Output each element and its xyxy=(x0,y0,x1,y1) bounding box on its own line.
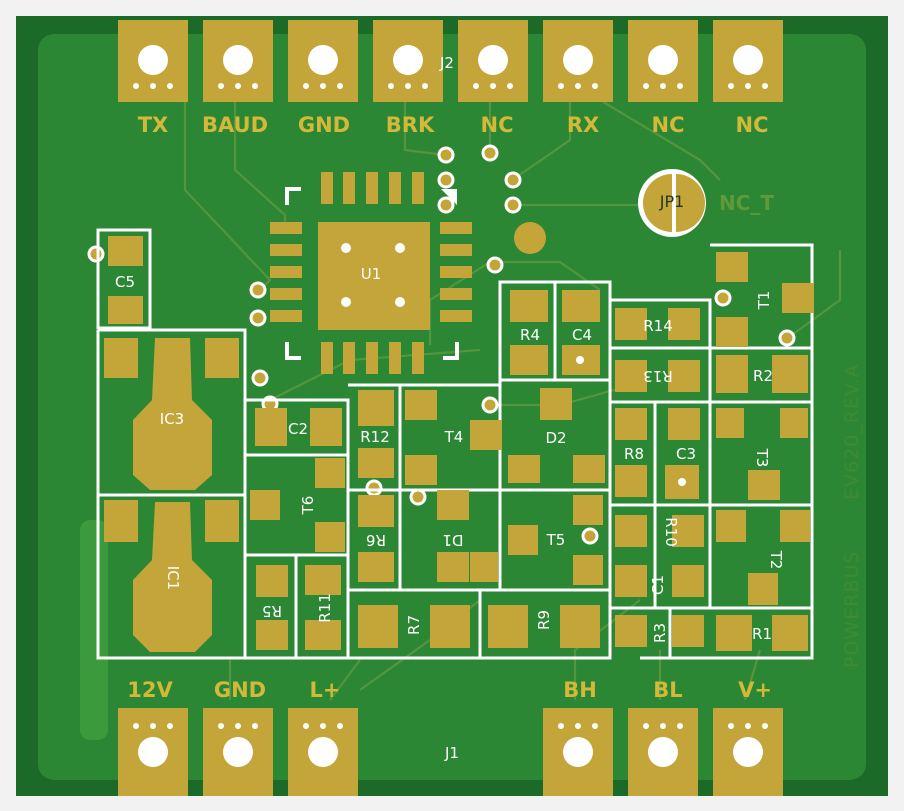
bottom-pin-3[interactable] xyxy=(288,708,358,796)
label-r10: R10 xyxy=(662,517,680,547)
label-d1: D1 xyxy=(442,531,463,549)
label-r6: R6 xyxy=(366,531,386,549)
bottom-pin-label-4: BH xyxy=(563,678,597,702)
u1-chip: U1 xyxy=(270,172,472,374)
top-pin-label-4: BRK xyxy=(386,113,435,137)
top-pin-label-2: BAUD xyxy=(202,113,268,137)
top-pin-4[interactable] xyxy=(373,20,443,102)
label-r1: R1 xyxy=(752,625,772,643)
top-pin-label-5: NC xyxy=(481,113,514,137)
top-pin-label-8: NC xyxy=(736,113,769,137)
bottom-connector-ref: J1 xyxy=(444,744,459,762)
top-pin-5[interactable] xyxy=(458,20,528,102)
bottom-pin-label-3: L+ xyxy=(310,678,341,702)
bottom-pin-5[interactable] xyxy=(628,708,698,796)
top-pin-7[interactable] xyxy=(628,20,698,102)
bottom-pin-label-2: GND xyxy=(214,678,266,702)
label-t3: T3 xyxy=(753,448,771,468)
top-pin-label-1: TX xyxy=(138,113,169,137)
bottom-pin-label-6: V+ xyxy=(738,678,772,702)
bottom-pin-6[interactable] xyxy=(713,708,783,796)
label-ic1: IC1 xyxy=(164,566,182,590)
bottom-pin-label-1: 12V xyxy=(127,678,173,702)
component-pads xyxy=(104,236,814,652)
label-r11: R11 xyxy=(316,593,334,623)
top-pin-8[interactable] xyxy=(713,20,783,102)
top-pin-3[interactable] xyxy=(288,20,358,102)
label-c3: C3 xyxy=(676,445,696,463)
label-c4: C4 xyxy=(572,326,592,344)
top-connector-ref: J2 xyxy=(439,54,454,72)
label-c1: C1 xyxy=(649,575,667,595)
label-r9: R9 xyxy=(535,610,553,630)
label-t2: T2 xyxy=(767,550,785,570)
bottom-pin-4[interactable] xyxy=(543,708,613,796)
label-c5: C5 xyxy=(115,273,135,291)
vias xyxy=(87,144,796,545)
bottom-pin-2[interactable] xyxy=(203,708,273,796)
label-t6: T6 xyxy=(299,496,317,516)
label-r12: R12 xyxy=(360,428,390,446)
label-r13: R13 xyxy=(643,367,673,385)
label-u1: U1 xyxy=(361,265,382,283)
top-pin-label-7: NC xyxy=(652,113,685,137)
label-r5: R5 xyxy=(262,602,282,620)
label-r3: R3 xyxy=(651,623,669,643)
top-pin-2[interactable] xyxy=(203,20,273,102)
label-c2: C2 xyxy=(288,420,308,438)
bottom-pin-labels: 12V GND L+ BH BL V+ xyxy=(127,678,772,702)
jumper-jp1[interactable]: JP1 xyxy=(638,169,706,237)
label-r14: R14 xyxy=(643,317,673,335)
top-connector-j2: J2 xyxy=(118,20,783,102)
top-pin-label-6: RX xyxy=(567,113,599,137)
label-r7: R7 xyxy=(405,615,423,635)
jumper-label: NC_T xyxy=(719,191,774,215)
bottom-connector-j1: J1 xyxy=(118,708,783,796)
side-text-powerbus: POWERBUS xyxy=(841,551,863,668)
top-pin-labels: TX BAUD GND BRK NC RX NC NC xyxy=(138,113,769,137)
label-t4: T4 xyxy=(444,428,464,446)
top-pin-label-3: GND xyxy=(298,113,350,137)
label-r2: R2 xyxy=(753,367,773,385)
bottom-pin-1[interactable] xyxy=(118,708,188,796)
top-pin-1[interactable] xyxy=(118,20,188,102)
label-d2: D2 xyxy=(545,429,566,447)
side-text-rev: EV620_REV.A xyxy=(841,363,863,500)
top-pin-6[interactable] xyxy=(543,20,613,102)
label-r8: R8 xyxy=(624,445,644,463)
pad-marks xyxy=(576,356,686,486)
component-labels: C5 IC3 C2 IC1 R5 R11 T6 R12 R6 T4 D1 R7 … xyxy=(115,273,785,643)
bottom-pin-label-5: BL xyxy=(653,678,682,702)
label-ic3: IC3 xyxy=(160,410,184,428)
label-r4: R4 xyxy=(520,326,540,344)
label-t5: T5 xyxy=(546,531,566,549)
label-jp1: JP1 xyxy=(659,192,685,211)
label-t1: T1 xyxy=(755,291,773,311)
